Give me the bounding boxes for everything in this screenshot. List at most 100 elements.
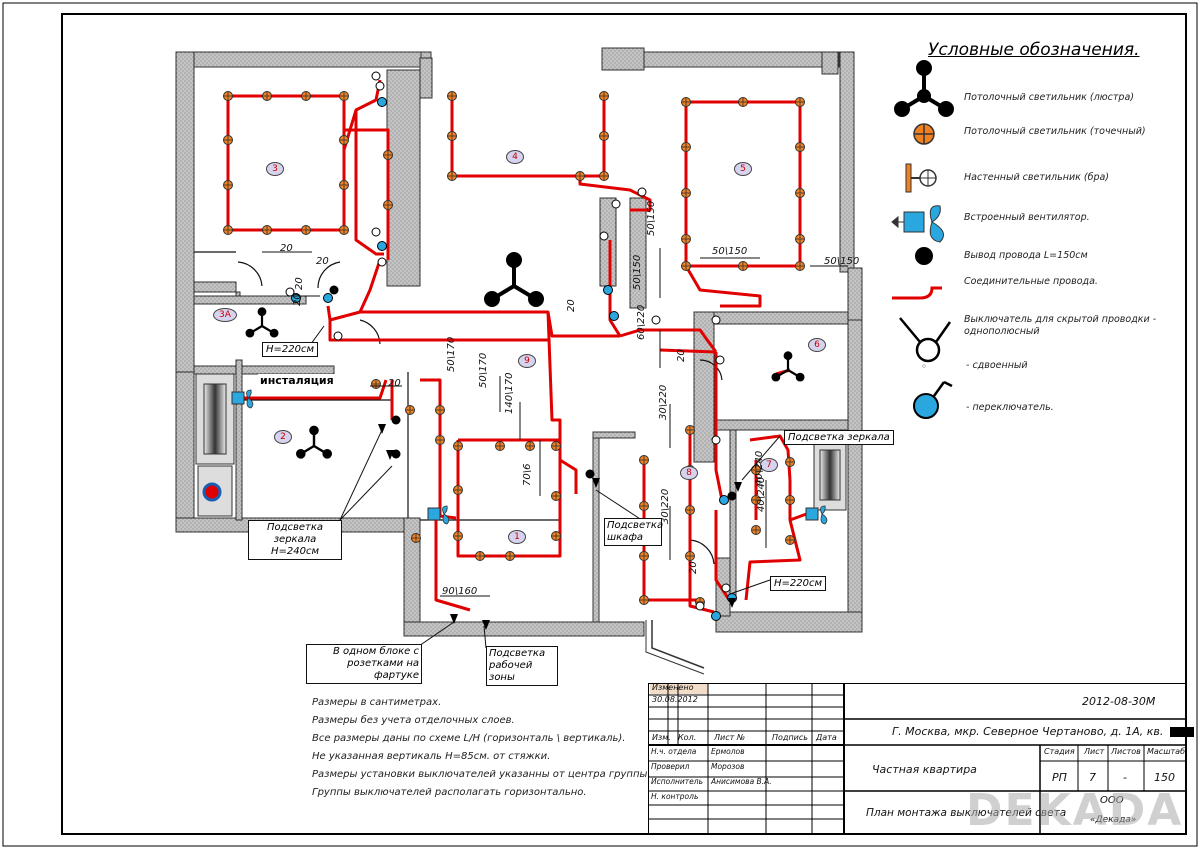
chandelier bbox=[484, 252, 544, 307]
legend-label-wire: Соединительные провода. bbox=[964, 276, 1098, 287]
dimension-label: 20 bbox=[316, 256, 329, 267]
single-switch bbox=[333, 331, 343, 341]
legend-label-switch-toggle: - переключатель. bbox=[966, 402, 1054, 413]
wire-outlet bbox=[727, 491, 737, 501]
legend-label-spotlight: Потолочный светильник (точечный) bbox=[964, 126, 1146, 137]
spotlight bbox=[751, 495, 761, 505]
fan bbox=[805, 505, 828, 525]
single-switch bbox=[599, 231, 609, 241]
wire-outlet-icon bbox=[915, 247, 933, 265]
switch-marker bbox=[482, 620, 490, 630]
legend: Условные обозначения. bbox=[880, 38, 1180, 458]
note-line: Группы выключателей располагать горизонт… bbox=[312, 787, 587, 798]
title-block-grid bbox=[648, 683, 1186, 834]
switch-marker bbox=[450, 614, 458, 624]
title-block: Изменено 30.08.2012 2012-08-30М Г. Москв… bbox=[648, 683, 1194, 836]
spotlight bbox=[685, 425, 695, 435]
dimension-label: 20 bbox=[280, 243, 293, 254]
single-switch bbox=[721, 583, 731, 593]
single-switch bbox=[371, 71, 381, 81]
column-header: Лист № bbox=[714, 733, 746, 742]
h220-label-b: H=220см bbox=[770, 576, 827, 591]
spotlight bbox=[795, 97, 805, 107]
spotlight bbox=[551, 491, 561, 501]
fan bbox=[427, 505, 450, 525]
work-zone-label-1: Подсветка bbox=[489, 648, 546, 659]
chandeliers bbox=[245, 252, 805, 459]
room-label-5: 4 bbox=[506, 150, 524, 164]
room-label-3: 3 bbox=[266, 162, 284, 176]
spotlight bbox=[639, 455, 649, 465]
column-header: Дата bbox=[816, 733, 837, 742]
h220-label-a: H=220см bbox=[262, 342, 319, 357]
legend-label-switch-single: Выключатель для скрытой проводки - bbox=[964, 314, 1157, 325]
sheet-label: Лист bbox=[1084, 747, 1105, 756]
single-switch bbox=[377, 257, 387, 267]
dimension-label: 140\170 bbox=[504, 372, 515, 414]
spotlight bbox=[685, 505, 695, 515]
note-line: Размеры установки выключателей указанны … bbox=[312, 769, 651, 780]
mirror-light-callout: Подсветка зеркала H=240см bbox=[248, 520, 342, 560]
note-line: Не указанная вертикаль H=85см. от стяжки… bbox=[312, 751, 551, 762]
single-switch bbox=[375, 81, 385, 91]
room-label-4: 3А bbox=[213, 308, 237, 322]
spotlight bbox=[435, 435, 445, 445]
switch-marker bbox=[728, 598, 736, 608]
legend-label-chandelier: Потолочный светильник (люстра) bbox=[964, 92, 1134, 103]
spotlight bbox=[738, 97, 748, 107]
work-zone-callout: Подсветка рабочей зоны bbox=[486, 646, 558, 686]
spotlight bbox=[453, 441, 463, 451]
column-header: Подпись bbox=[772, 733, 808, 742]
toggle-switch bbox=[711, 611, 721, 621]
spotlight bbox=[795, 261, 805, 271]
room-label-1: 1 bbox=[508, 530, 526, 544]
spotlight bbox=[551, 531, 561, 541]
apron-label-1: В одном блоке с bbox=[333, 646, 419, 657]
spotlight bbox=[383, 200, 393, 210]
scale-value: 150 bbox=[1154, 771, 1175, 784]
spotlight bbox=[223, 180, 233, 190]
spotlight bbox=[371, 379, 381, 389]
spotlight bbox=[751, 525, 761, 535]
stage-value: РП bbox=[1052, 771, 1067, 784]
spotlight bbox=[301, 225, 311, 235]
dimension-label: 90\160 bbox=[442, 586, 478, 597]
dimension-lines bbox=[262, 248, 848, 597]
wire-icon bbox=[892, 286, 942, 300]
toggle-switch bbox=[377, 241, 387, 251]
spotlight bbox=[795, 234, 805, 244]
object-name: Частная квартира bbox=[872, 763, 977, 776]
person-name: Анисимова В.А. bbox=[711, 777, 772, 786]
spotlight bbox=[785, 535, 795, 545]
person-role: Н.ч. отдела bbox=[651, 747, 697, 756]
wire-outlet bbox=[585, 469, 595, 479]
dimension-label: 50\170 bbox=[446, 336, 457, 372]
switch-marker bbox=[386, 450, 394, 460]
switch-marker bbox=[378, 424, 386, 434]
wardrobe-light-callout: Подсветка шкафа bbox=[604, 518, 663, 546]
toggle-switch bbox=[323, 293, 333, 303]
room-label-2: 2 bbox=[274, 430, 292, 444]
switch-marker bbox=[734, 482, 742, 492]
switch-toggle-icon bbox=[913, 380, 953, 419]
sheet-title: План монтажа выключателей света bbox=[866, 807, 1067, 819]
column-header: Изм. bbox=[652, 733, 671, 742]
spotlight bbox=[599, 91, 609, 101]
work-zone-label-2: рабочей зоны bbox=[489, 660, 533, 683]
person-role: Проверил bbox=[651, 762, 690, 771]
spotlight bbox=[795, 142, 805, 152]
spotlight bbox=[751, 465, 761, 475]
spotlight bbox=[738, 261, 748, 271]
company-2: «Декада» bbox=[1090, 815, 1137, 825]
fan-icon bbox=[891, 205, 945, 243]
spotlight bbox=[639, 595, 649, 605]
note-line: Все размеры даны по схеме L/H (горизонта… bbox=[312, 733, 626, 744]
legend-title: Условные обозначения. bbox=[928, 40, 1140, 60]
wall-lamp-icon bbox=[905, 163, 937, 193]
room-label-9: 8 bbox=[680, 466, 698, 480]
spotlight bbox=[639, 501, 649, 511]
address: Г. Москва, мкр. Северное Чертаново, д. 1… bbox=[892, 725, 1194, 738]
spotlight bbox=[681, 261, 691, 271]
